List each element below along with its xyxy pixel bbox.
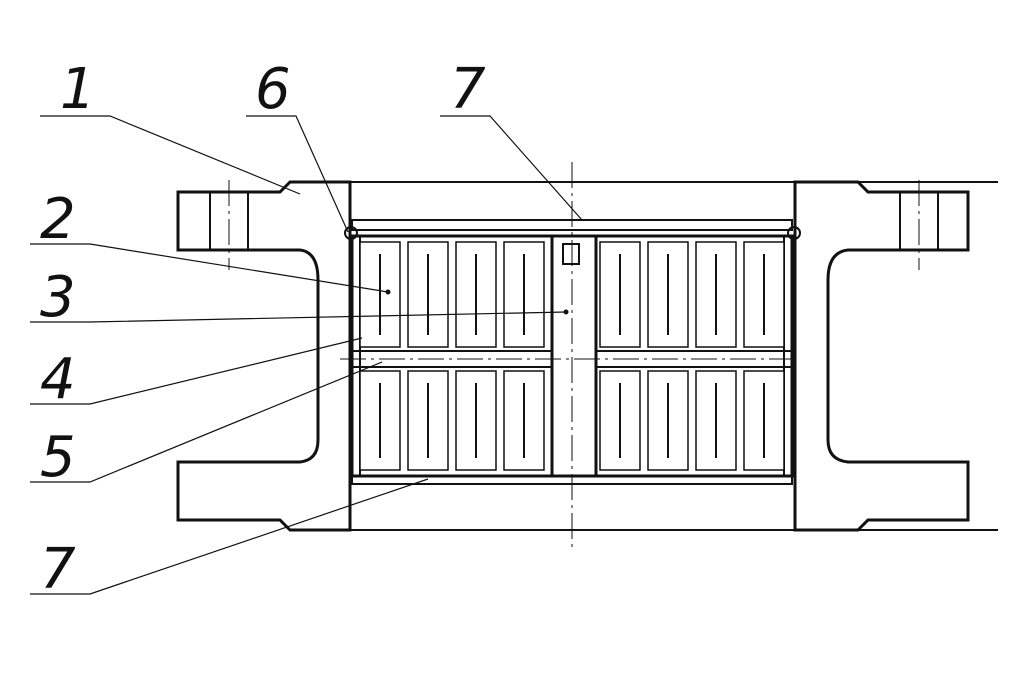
callout-7-top: 7 — [450, 57, 486, 122]
central-shaft — [550, 234, 598, 478]
callout-6: 6 — [255, 57, 291, 122]
lamella-pack — [359, 241, 785, 471]
callout-2: 2 — [40, 187, 76, 252]
callout-4: 4 — [40, 347, 76, 412]
leader-lines — [30, 115, 583, 595]
callout-3: 3 — [40, 265, 76, 330]
left-housing — [176, 180, 352, 532]
callout-1: 1 — [60, 57, 96, 122]
right-seal-ring — [787, 226, 801, 240]
callout-7-bottom: 7 — [40, 537, 76, 602]
callout-5: 5 — [40, 425, 76, 490]
right-housing — [793, 180, 970, 532]
